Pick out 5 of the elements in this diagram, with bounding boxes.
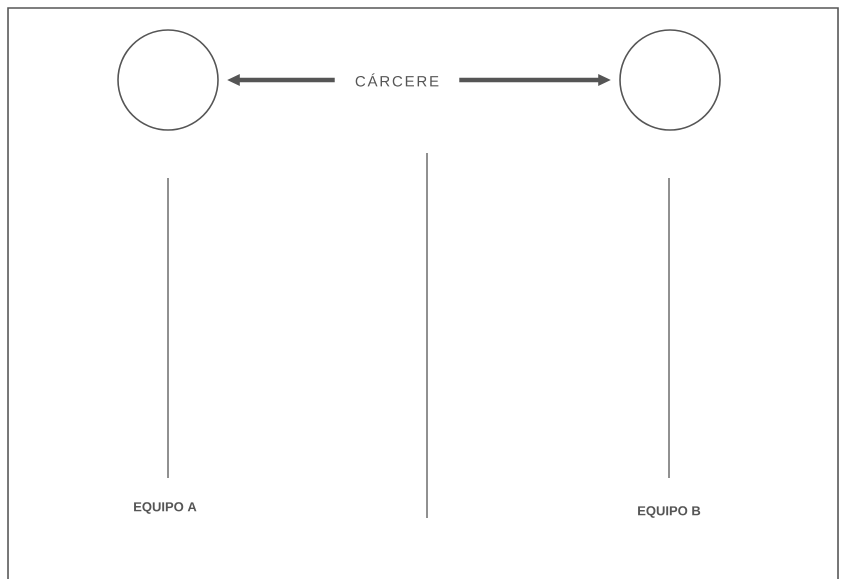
player-circle [619,29,721,131]
team-label: EQUIPO A [134,502,196,514]
team-label: EQUIPO B [638,506,700,518]
player-circle [117,29,219,131]
field-label: CÁRCERE [356,73,438,87]
